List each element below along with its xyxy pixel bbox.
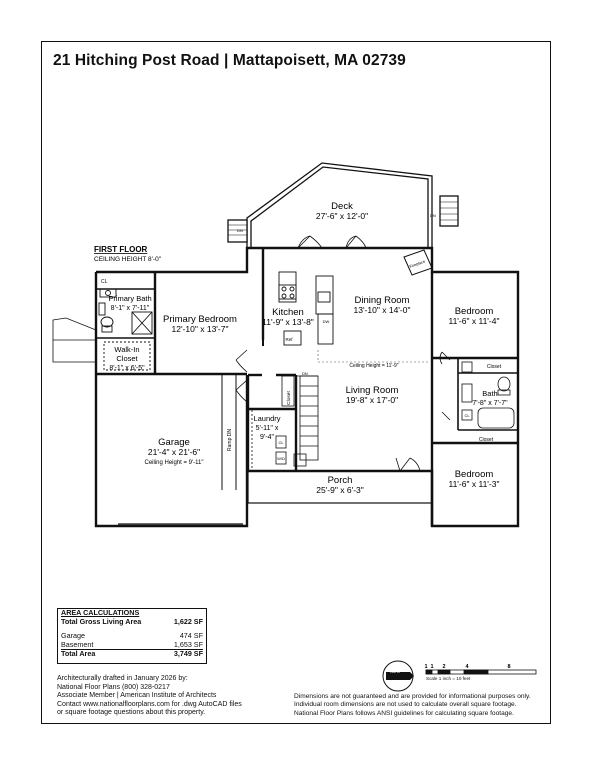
credits-line: National Floor Plans (800) 328-0217: [57, 683, 170, 691]
bedroom2-dims: 11'-6" x 11'-3": [448, 479, 499, 489]
porch-name: Porch: [328, 475, 353, 486]
scale-bar: [425, 669, 537, 675]
bath-name: Bath: [482, 389, 497, 398]
bath-fixtures: [457, 358, 518, 431]
exterior-structure: [52, 317, 97, 363]
walk-in-name-2: Closet: [116, 354, 138, 363]
stairs: [281, 375, 319, 461]
garage-ceiling: Ceiling Height = 9'-11": [144, 460, 203, 466]
deck-dn-label-right: DN: [430, 213, 436, 218]
credits-line: or square footage questions about this p…: [57, 709, 206, 717]
dining-name: Dining Room: [355, 295, 410, 306]
laundry-fixtures: [251, 410, 307, 470]
fireplace: [403, 249, 433, 276]
scale-tick-5: 8: [507, 664, 510, 670]
dining-dims: 13'-10" x 14'-0": [353, 305, 410, 315]
bath-closet-label: Closet: [479, 437, 494, 443]
credits: Architecturally drafted in January 2026 …: [57, 675, 242, 718]
scale-tick-4: 4: [465, 664, 469, 670]
area-row: Garage 474 SF: [61, 631, 203, 641]
scale-tick-3: 2: [442, 664, 445, 670]
kitchen-fixtures: [262, 271, 334, 346]
stair-dn-label: DN: [302, 371, 308, 376]
walk-in-name-1: Walk-In: [114, 345, 139, 354]
garage-name: Garage: [158, 437, 190, 448]
bath-dims: 7'-8" x 7'-7": [472, 400, 508, 407]
primary-bath-dims: 8'-1" x 7'-11": [111, 305, 150, 312]
walk-in-dims: 8'-1" x 6'-5": [109, 365, 145, 372]
porch-dims: 25'-9" x 6'-3": [316, 485, 364, 495]
deck-name: Deck: [331, 201, 353, 212]
north-arrow-icon: North: [382, 660, 414, 692]
scale-tick-2: 1: [430, 664, 433, 670]
area-row: Total Area 3,749 SF: [61, 649, 203, 659]
scale-tick-1: 1: [424, 664, 427, 670]
primary-suite-fixtures: [96, 288, 155, 371]
bedroom1-closet-label: Closet: [487, 364, 502, 370]
credits-line: Associate Member | American Institute of…: [57, 692, 217, 700]
primary-bedroom-name: Primary Bedroom: [163, 314, 237, 325]
area-row: Total Gross Living Area 1,622 SF: [61, 616, 203, 626]
stair-closet-label: Closet: [286, 391, 292, 405]
page-frame: [41, 41, 551, 724]
disclaimer-line: Individual room dimensions are not used …: [294, 701, 517, 709]
porch: [247, 470, 433, 504]
wd-label: W/D: [277, 456, 285, 461]
credits-line: Contact www.nationalfloorplans.com for .…: [57, 700, 242, 708]
living-name: Living Room: [346, 385, 399, 396]
bedroom1-dims: 11'-6" x 11'-4": [448, 316, 499, 326]
floor-ceiling: CEILING HEIGHT 8'-0": [94, 256, 162, 263]
garage-details: [118, 375, 243, 525]
floor-name: FIRST FLOOR: [94, 245, 148, 254]
living-dims: 19'-8" x 17'-0": [346, 395, 398, 405]
scale-caption: Scale 1 inch = 10 feet: [426, 676, 471, 681]
laundry-name: Laundry: [253, 414, 280, 423]
fireplace-label: Fireplace: [409, 258, 427, 269]
deck-dn-label-left: DN: [237, 228, 243, 233]
bedroom2-name: Bedroom: [455, 469, 494, 480]
room-labels: FIRST FLOOR CEILING HEIGHT 8'-0" CL Prim…: [94, 245, 508, 495]
deck-dims: 27'-6" x 12'-0": [316, 211, 368, 221]
ref-label: Ref: [285, 337, 293, 342]
disclaimer-line: Dimensions are not guaranteed and are pr…: [294, 693, 531, 700]
primary-bath-cl-label: CL: [101, 279, 108, 285]
living-ceiling: Ceiling Height = 11'-9": [349, 363, 398, 369]
bath-cl-label: CL: [464, 413, 470, 418]
north-label: North: [390, 669, 401, 674]
credits-line: Architecturally drafted in January 2026 …: [57, 675, 188, 682]
laundry-dims-2: 9'-4": [260, 434, 274, 441]
interior-door-swings: [235, 349, 451, 472]
area-row: Basement 1,653 SF: [61, 639, 203, 651]
garage-dims: 21'-4" x 21'-6": [148, 447, 200, 457]
deck-doors: [297, 235, 367, 249]
primary-bath-name: Primary Bath: [108, 294, 151, 303]
page-title: 21 Hitching Post Road | Mattapoisett, MA…: [53, 52, 406, 69]
ceiling-lines: [317, 350, 430, 363]
deck-outline: [227, 162, 459, 248]
ramp-label: Ramp DN: [227, 429, 233, 451]
area-heading: AREA CALCULATIONS: [61, 608, 140, 617]
bedroom1-name: Bedroom: [455, 306, 494, 317]
dw-label: DW: [323, 319, 330, 324]
disclaimer-line: National Floor Plans follows ANSI guidel…: [294, 709, 514, 717]
kitchen-dims: 11'-9" x 13'-8": [262, 317, 314, 327]
scale-ticks: 1 1 2 4 8: [424, 664, 510, 670]
area-calculations: AREA CALCULATIONS Total Gross Living Are…: [57, 608, 207, 664]
laundry-dims-1: 5'-11" x: [256, 425, 279, 432]
primary-bedroom-dims: 12'-10" x 13'-7": [171, 324, 228, 334]
laundry-cl-label: CL: [278, 440, 284, 445]
disclaimer: Dimensions are not guaranteed and are pr…: [294, 693, 531, 718]
kitchen-name: Kitchen: [272, 307, 304, 318]
